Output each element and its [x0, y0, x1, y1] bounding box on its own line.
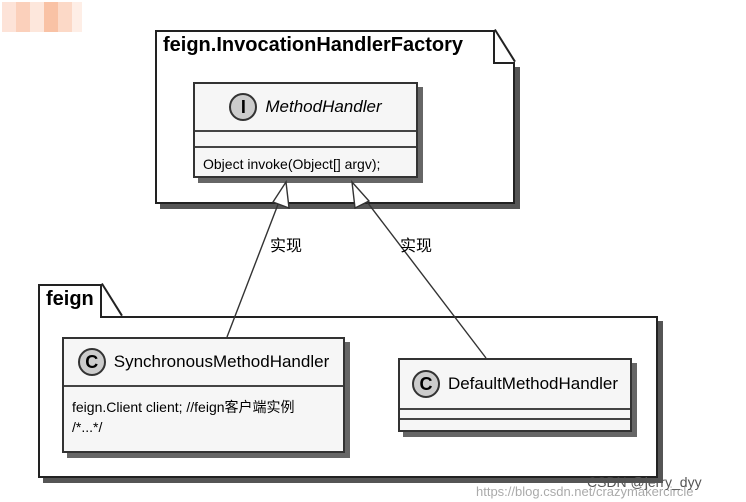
relation-line-sync: [226, 193, 283, 338]
class-default-method-handler: C DefaultMethodHandler: [398, 358, 632, 432]
interface-badge-icon: I: [229, 93, 258, 121]
class-badge-icon: C: [411, 370, 440, 398]
relation-line-default: [360, 193, 487, 359]
watermark-url: https://blog.csdn.net/crazymakercircle: [476, 484, 694, 499]
relation-label-default: 实现: [400, 236, 433, 255]
class-member: Object invoke(Object[] argv);: [195, 146, 416, 178]
class-member: feign.Client client; //feign客户端实例: [72, 399, 295, 415]
package-title-feign: feign: [38, 284, 102, 318]
class-member: /*...*/: [72, 419, 103, 435]
realization-arrowhead-default: [351, 179, 371, 210]
class-synchronous-method-handler: C SynchronousMethodHandler feign.Client …: [62, 337, 345, 453]
class-badge-icon: C: [77, 348, 106, 376]
class-name: MethodHandler: [265, 97, 382, 116]
relation-label-sync: 实现: [270, 236, 303, 255]
realization-arrowhead-sync: [271, 179, 290, 210]
blurred-avatar: [2, 2, 82, 32]
class-method-handler: I MethodHandler Object invoke(Object[] a…: [193, 82, 418, 178]
class-name: SynchronousMethodHandler: [113, 352, 330, 371]
class-name: DefaultMethodHandler: [447, 374, 619, 393]
watermark-author: CSDN @jerry_dyy: [587, 474, 702, 490]
package-title-factory: feign.InvocationHandlerFactory: [155, 30, 495, 64]
